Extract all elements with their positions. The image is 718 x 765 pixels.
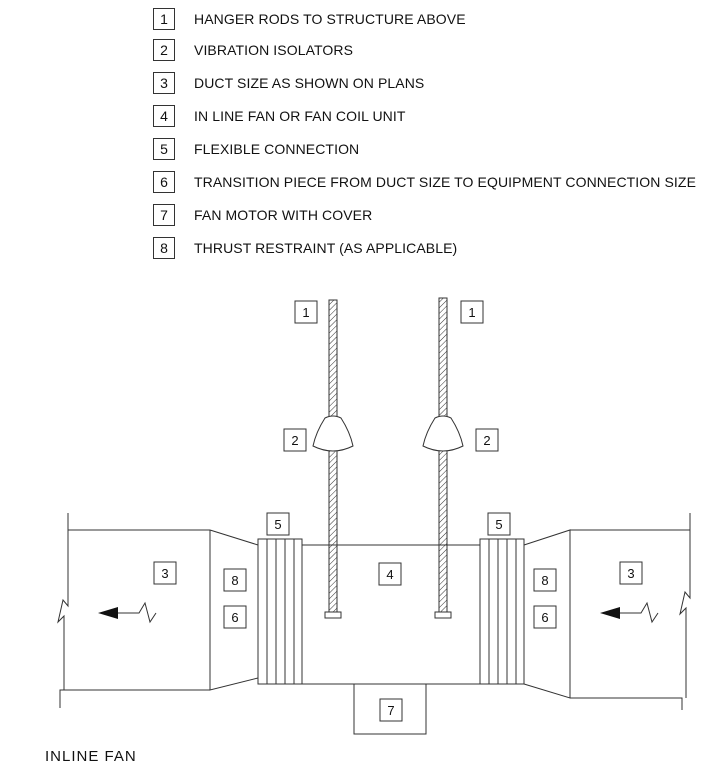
legend-item: 5 FLEXIBLE CONNECTION (153, 137, 359, 161)
tag-thrust-left: 8 (231, 573, 238, 588)
hanger-rod-left (324, 299, 342, 619)
airflow-arrow-left (117, 601, 157, 624)
legend-number: 2 (153, 39, 175, 61)
transition-right (523, 529, 571, 699)
legend-item: 8 THRUST RESTRAINT (AS APPLICABLE) (153, 236, 457, 260)
legend-text: FLEXIBLE CONNECTION (194, 141, 360, 157)
tag-transition-left: 6 (231, 610, 238, 625)
legend-text: THRUST RESTRAINT (AS APPLICABLE) (194, 240, 458, 256)
legend-item: 3 DUCT SIZE AS SHOWN ON PLANS (153, 71, 424, 95)
tag-thrust-right: 8 (541, 573, 548, 588)
legend-number: 1 (153, 8, 175, 30)
legend-number: 6 (153, 171, 175, 193)
legend-number: 7 (153, 204, 175, 226)
legend-text: FAN MOTOR WITH COVER (194, 207, 373, 223)
legend-item: 1 HANGER RODS TO STRUCTURE ABOVE (153, 7, 466, 31)
legend-number: 4 (153, 105, 175, 127)
legend-number: 8 (153, 237, 175, 259)
airflow-arrowhead-right (600, 607, 620, 619)
tag-motor: 7 (387, 703, 394, 718)
vibration-isolator-right (422, 415, 464, 452)
airflow-arrowhead-left (98, 607, 118, 619)
legend-text: HANGER RODS TO STRUCTURE ABOVE (194, 11, 466, 27)
fan-motor (353, 683, 427, 735)
duct-left (57, 513, 210, 708)
tag-isolator-left: 2 (291, 433, 298, 448)
legend-text: TRANSITION PIECE FROM DUCT SIZE TO EQUIP… (194, 174, 697, 190)
legend-text: VIBRATION ISOLATORS (194, 42, 354, 58)
flex-connection-left (257, 538, 303, 685)
legend-item: 2 VIBRATION ISOLATORS (153, 38, 353, 62)
tag-flex-left: 5 (274, 517, 281, 532)
vibration-isolator-left (312, 415, 354, 452)
legend-item: 6 TRANSITION PIECE FROM DUCT SIZE TO EQU… (153, 170, 696, 194)
legend-item: 7 FAN MOTOR WITH COVER (153, 203, 372, 227)
legend-item: 4 IN LINE FAN OR FAN COIL UNIT (153, 104, 406, 128)
legend-text: DUCT SIZE AS SHOWN ON PLANS (194, 75, 425, 91)
hanger-rod-right (434, 297, 452, 619)
tag-fan: 4 (386, 567, 393, 582)
tag-duct-right: 3 (627, 566, 634, 581)
tag-flex-right: 5 (495, 517, 502, 532)
legend: 1 HANGER RODS TO STRUCTURE ABOVE 2 VIBRA… (0, 0, 718, 270)
legend-number: 5 (153, 138, 175, 160)
airflow-arrow-right (620, 601, 659, 624)
diagram-caption: INLINE FAN (45, 748, 137, 765)
tag-isolator-right: 2 (483, 433, 490, 448)
tag-hanger-rod-right: 1 (468, 305, 475, 320)
duct-right (570, 513, 691, 710)
tag-duct-left: 3 (161, 566, 168, 581)
tag-transition-right: 6 (541, 610, 548, 625)
legend-text: IN LINE FAN OR FAN COIL UNIT (194, 108, 406, 124)
tag-hanger-rod-left: 1 (302, 305, 309, 320)
flex-connection-right (479, 538, 525, 685)
legend-number: 3 (153, 72, 175, 94)
